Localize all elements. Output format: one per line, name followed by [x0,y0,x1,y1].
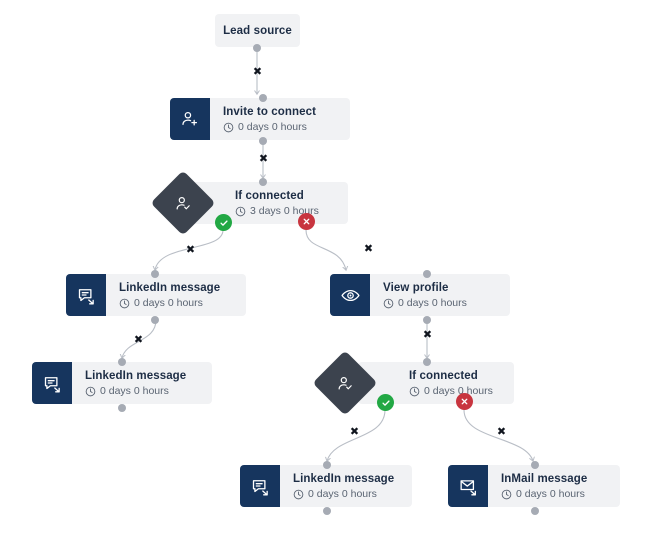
clock-icon [119,298,130,308]
node-lead-source[interactable]: Lead source [215,14,300,47]
node-delay: 0 days 0 hours [409,385,493,398]
node-title: If connected [409,369,478,382]
port-out-view-profile[interactable] [423,316,431,324]
linkedin-message-icon [66,274,106,316]
clock-icon [235,206,246,216]
clock-icon [409,386,420,396]
close-icon [303,218,310,225]
node-body: If connected 0 days 0 hours [396,362,503,404]
port-in-linkedin-message-3[interactable] [323,461,331,469]
port-in-inmail-message[interactable] [531,461,539,469]
clock-icon [293,489,304,499]
node-title: InMail message [501,472,588,485]
clock-icon [223,122,234,132]
linkedin-message-icon [240,465,280,507]
node-delay: 0 days 0 hours [293,488,394,501]
port-out-linkedin-message-1[interactable] [151,316,159,324]
branch-badge-yes-1[interactable] [215,214,232,231]
node-title: Invite to connect [223,105,317,118]
edge-remove-if-connected-yes-to-linkedin-message[interactable]: ✖ [185,243,196,256]
node-body: LinkedIn message 0 days 0 hours [72,362,196,404]
person-plus-icon [170,98,210,140]
port-out-lead-source[interactable] [253,44,261,52]
edge-remove-if-connected-no-to-view-profile[interactable]: ✖ [363,242,374,255]
node-body: InMail message 0 days 0 hours [488,465,597,507]
node-delay-label: 0 days 0 hours [134,296,203,309]
node-delay: 0 days 0 hours [501,488,587,501]
inmail-icon [448,465,488,507]
node-title: If connected [235,189,304,202]
clock-icon [501,489,512,499]
node-title: LinkedIn message [293,472,395,485]
port-in-invite-to-connect[interactable] [259,94,267,102]
node-delay: 0 days 0 hours [223,121,316,134]
port-out-linkedin-message-2[interactable] [118,404,126,412]
node-inmail-message[interactable]: InMail message 0 days 0 hours [448,465,620,507]
node-body: LinkedIn message 0 days 0 hours [280,465,404,507]
node-linkedin-message-2[interactable]: LinkedIn message 0 days 0 hours [32,362,212,404]
port-out-inmail-message[interactable] [531,507,539,515]
node-title: LinkedIn message [85,369,187,382]
condition-diamond-1[interactable] [150,170,216,236]
clock-icon [383,298,394,308]
node-title: Lead source [223,24,292,37]
port-in-linkedin-message-2[interactable] [118,358,126,366]
port-out-invite-to-connect[interactable] [259,137,267,145]
node-delay-label: 0 days 0 hours [308,487,377,500]
condition-diamond-2[interactable] [312,350,378,416]
branch-badge-yes-2[interactable] [377,394,394,411]
node-linkedin-message-3[interactable]: LinkedIn message 0 days 0 hours [240,465,412,507]
linkedin-message-icon [32,362,72,404]
node-delay-label: 0 days 0 hours [398,296,467,309]
node-delay-label: 0 days 0 hours [424,384,493,397]
node-view-profile[interactable]: View profile 0 days 0 hours [330,274,510,316]
edge-remove-view-profile-to-if-connected-2[interactable]: ✖ [422,328,433,341]
node-title: View profile [383,281,449,294]
node-delay-label: 0 days 0 hours [100,384,169,397]
node-delay-label: 0 days 0 hours [238,120,307,133]
node-body: LinkedIn message 0 days 0 hours [106,274,230,316]
node-linkedin-message-1[interactable]: LinkedIn message 0 days 0 hours [66,274,246,316]
eye-icon [330,274,370,316]
edge-remove-invite-to-if-connected[interactable]: ✖ [258,152,269,165]
edge-remove-linkedin-message-to-linkedin-message-2[interactable]: ✖ [133,333,144,346]
node-delay: 0 days 0 hours [119,297,220,310]
port-in-linkedin-message-1[interactable] [151,270,159,278]
port-in-if-connected-2[interactable] [423,358,431,366]
branch-badge-no-1[interactable] [298,213,315,230]
node-invite-to-connect[interactable]: Invite to connect 0 days 0 hours [170,98,350,140]
node-title: LinkedIn message [119,281,221,294]
node-delay: 0 days 0 hours [383,297,467,310]
check-icon [219,219,228,226]
node-body: View profile 0 days 0 hours [370,274,477,316]
close-icon [461,398,468,405]
port-in-view-profile[interactable] [423,270,431,278]
person-check-icon [336,374,355,393]
check-icon [381,399,390,406]
clock-icon [85,386,96,396]
edge-remove-if-connected-2-no-to-inmail-message[interactable]: ✖ [496,425,507,438]
node-delay: 0 days 0 hours [85,385,186,398]
person-check-icon [174,194,193,213]
port-out-linkedin-message-3[interactable] [323,507,331,515]
node-body: Invite to connect 0 days 0 hours [210,98,326,140]
node-delay-label: 0 days 0 hours [516,487,585,500]
edge-remove-if-connected-2-yes-to-linkedin-message[interactable]: ✖ [349,425,360,438]
edge-if-connected-no-to-view-profile [305,229,346,270]
edge-remove-lead-source-to-invite[interactable]: ✖ [252,65,263,78]
port-in-if-connected-1[interactable] [259,178,267,186]
node-body: If connected 3 days 0 hours [222,182,329,224]
branch-badge-no-2[interactable] [456,393,473,410]
